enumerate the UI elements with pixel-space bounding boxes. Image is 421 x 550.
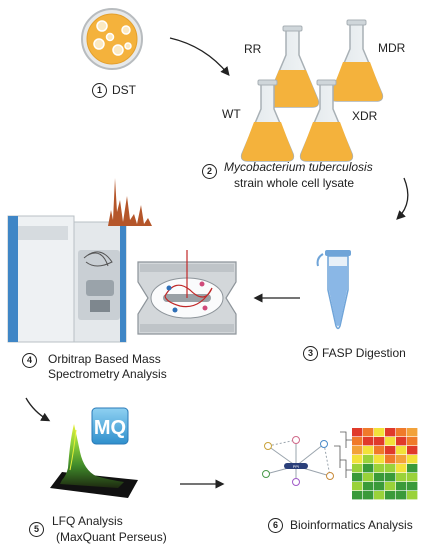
step-3-number: 3 (303, 346, 318, 361)
heatmap-cell (396, 473, 407, 482)
heatmap-cell (374, 455, 385, 464)
heatmap-cell (385, 428, 396, 437)
heatmap-cell (363, 464, 374, 473)
step-6-number: 6 (268, 518, 283, 533)
heatmap-cell (352, 455, 363, 464)
step-2-label-species: Mycobacterium tuberculosis (224, 160, 373, 174)
heatmap-cell (363, 455, 374, 464)
heatmap-cell (407, 428, 418, 437)
heatmap-cell (385, 446, 396, 455)
step-4-label-line2: Spectrometry Analysis (48, 367, 167, 381)
arrow-1-to-2 (169, 37, 230, 77)
heatmap-cell (407, 437, 418, 446)
flask-rr-icon (265, 25, 320, 108)
heatmap-cell (396, 464, 407, 473)
arrow-4-to-5 (25, 397, 51, 422)
heatmap-cell (385, 455, 396, 464)
step-1-number: 1 (92, 83, 107, 98)
svg-text:MQ: MQ (94, 417, 126, 439)
arrows (25, 37, 409, 489)
heatmap-cell (374, 473, 385, 482)
heatmap-cell (396, 428, 407, 437)
flask-label-wt: WT (222, 107, 241, 121)
ppi-node-label: PPI (293, 464, 299, 469)
heatmap-cell (363, 491, 374, 500)
step-6-label: Bioinformatics Analysis (290, 518, 413, 532)
heatmap-cell (352, 446, 363, 455)
heatmap-cell (374, 428, 385, 437)
heatmap-cell (352, 473, 363, 482)
flask-label-xdr: XDR (352, 109, 378, 123)
heatmap-cell (396, 455, 407, 464)
heatmap-cell (396, 482, 407, 491)
heatmap-cell (374, 491, 385, 500)
flask-mdr-icon (329, 19, 384, 102)
heatmap-cell (385, 464, 396, 473)
flask-label-rr: RR (244, 42, 262, 56)
step-2-label-lysate: strain whole cell lysate (234, 176, 355, 190)
heatmap-cell (396, 446, 407, 455)
step-5-label-line2: (MaxQuant Perseus) (56, 530, 167, 544)
heatmap-cell (363, 482, 374, 491)
heatmap-cell (396, 491, 407, 500)
petri-dish-icon (81, 8, 143, 70)
microtube-icon (316, 250, 351, 330)
heatmap-cell (363, 446, 374, 455)
heatmap-cell (385, 473, 396, 482)
heatmap-icon (334, 428, 418, 500)
step-5-label-line1: LFQ Analysis (52, 514, 123, 528)
orbitrap-cell-icon (137, 250, 237, 335)
heatmap-cell (352, 437, 363, 446)
step-4-label-line1: Orbitrap Based Mass (48, 352, 161, 366)
maxquant-logo: MQ (91, 407, 129, 445)
step-3-label: FASP Digestion (322, 346, 406, 360)
flask-label-mdr: MDR (378, 41, 406, 55)
heatmap-cell (407, 464, 418, 473)
heatmap-cell (374, 446, 385, 455)
heatmap-cell (352, 464, 363, 473)
mass-spectrum-icon (104, 178, 160, 226)
arrow-2-to-3 (396, 177, 409, 220)
step-5-number: 5 (29, 522, 44, 537)
ppi-network-icon (262, 436, 334, 486)
heatmap-cell (396, 437, 407, 446)
heatmap-cell (352, 428, 363, 437)
heatmap-cell (407, 473, 418, 482)
heatmap-cell (385, 437, 396, 446)
flask-xdr-icon (299, 79, 354, 162)
heatmap-cell (363, 428, 374, 437)
heatmap-cell (352, 491, 363, 500)
heatmap-cell (374, 437, 385, 446)
mass-spectrometer-icon (7, 215, 127, 343)
heatmap-cell (407, 446, 418, 455)
heatmap-cell (374, 482, 385, 491)
lfq-peak-icon (50, 424, 138, 498)
step-1-label: DST (112, 83, 136, 97)
step-4-number: 4 (22, 353, 37, 368)
heatmap-cell (363, 437, 374, 446)
heatmap-cell (363, 473, 374, 482)
step-2-number: 2 (202, 164, 217, 179)
heatmap-cell (385, 491, 396, 500)
heatmap-cell (407, 482, 418, 491)
heatmap-cell (407, 491, 418, 500)
heatmap-cell (374, 464, 385, 473)
heatmap-cell (352, 482, 363, 491)
heatmap-cell (407, 455, 418, 464)
heatmap-cell (385, 482, 396, 491)
flask-wt-icon (240, 79, 295, 162)
